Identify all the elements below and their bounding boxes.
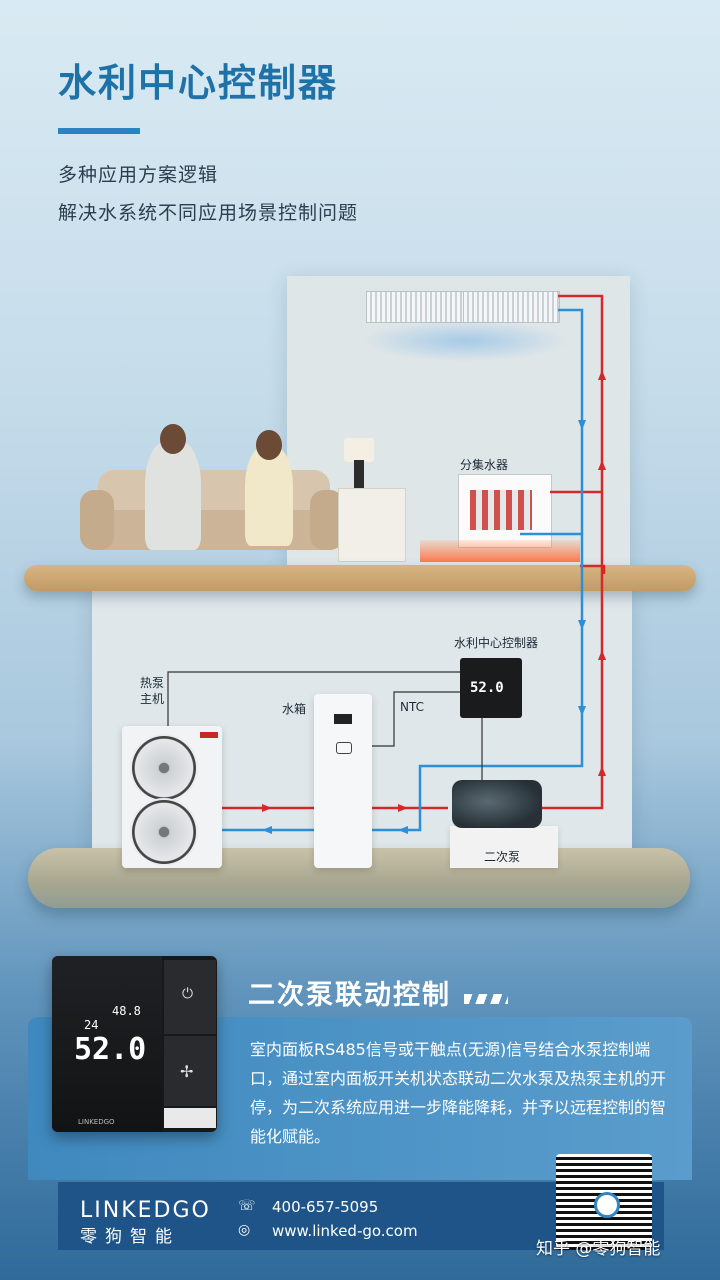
heat-pump-label-2: 主机 [140, 692, 165, 706]
card-body: 室内面板RS485信号或干触点(无源)信号结合水泵控制端口，通过室内面板开关机状… [250, 1040, 667, 1146]
upper-floor-slab [24, 565, 696, 591]
fan-top [130, 734, 198, 802]
heat-pump-label-1: 热泵 [140, 676, 165, 690]
floor-heating-glow [420, 540, 580, 562]
power-icon: ⏻ [182, 986, 194, 1002]
tank-screen [334, 714, 352, 724]
subtitle-line2: 解决水系统不同应用场景控制问题 [58, 202, 359, 224]
bottom-key[interactable] [164, 1108, 216, 1128]
card-title: 二次泵联动控制 [248, 980, 451, 1011]
fan-key[interactable] [164, 1036, 216, 1106]
title-dashes [464, 994, 508, 1004]
thermostat-small-left: 24 [84, 1018, 99, 1032]
pump-base [450, 826, 558, 868]
qr-code[interactable] [556, 1154, 652, 1250]
page-title: 水利中心控制器 [58, 61, 339, 105]
hot-arrows [262, 370, 606, 812]
tank-knob [336, 742, 352, 754]
power-key[interactable] [164, 960, 216, 1034]
controller-label: 水利中心控制器 [454, 636, 539, 650]
cold-arrows [262, 420, 586, 834]
heat-pump-logo [200, 732, 218, 738]
subtitle-line1: 多种应用方案逻辑 [58, 164, 219, 186]
sofa-arm-left [80, 490, 114, 550]
cool-airflow [360, 320, 570, 362]
brand-logo-cn: 零狗智能 [80, 1227, 180, 1247]
woman-head [256, 430, 282, 460]
secondary-pump [452, 780, 542, 828]
controller-display: 52.0 [470, 680, 504, 696]
hot-pipes [222, 294, 606, 810]
cold-pipes [222, 308, 584, 832]
qr-logo-icon [594, 1192, 620, 1218]
phone-number[interactable]: 400-657-5095 [272, 1198, 379, 1216]
signal-wires [167, 671, 483, 788]
bedside-cabinet [338, 488, 406, 562]
air-vent-right [463, 291, 560, 323]
fan-icon: ✢ [180, 1062, 194, 1081]
water-center-controller: 52.0 [460, 658, 522, 718]
fan-bottom [130, 798, 198, 866]
man-head [160, 424, 186, 454]
globe-icon: ◎ [238, 1222, 251, 1238]
lamp-shade [344, 438, 374, 462]
brand-logo-en: LINKEDGO [80, 1198, 211, 1223]
thermostat-main-display: 52.0 [74, 1032, 147, 1067]
thermostat-small-top: 48.8 [112, 1004, 141, 1018]
man-figure [145, 440, 201, 550]
pump-label: 二次泵 [484, 850, 521, 864]
phone-icon: ☏ [238, 1198, 256, 1214]
water-tank [314, 694, 372, 868]
ntc-label: NTC [400, 700, 424, 714]
tank-label: 水箱 [282, 702, 307, 716]
thermostat-brand: LINKEDGO [78, 1118, 115, 1126]
thermostat-screen [52, 956, 162, 1132]
heat-pump-unit [122, 726, 222, 868]
thermostat-panel: 48.8 24 52.0 LINKEDGO ⏻ ✢ [52, 956, 217, 1132]
woman-figure [245, 446, 293, 546]
manifold-label: 分集水器 [460, 458, 509, 472]
website-link[interactable]: www.linked-go.com [272, 1222, 418, 1240]
lamp-base [354, 460, 364, 488]
title-underline [58, 128, 140, 134]
manifold-pipes [470, 490, 532, 530]
sofa-seat [88, 510, 340, 550]
watermark: 知乎 @零狗智能 [536, 1239, 661, 1259]
